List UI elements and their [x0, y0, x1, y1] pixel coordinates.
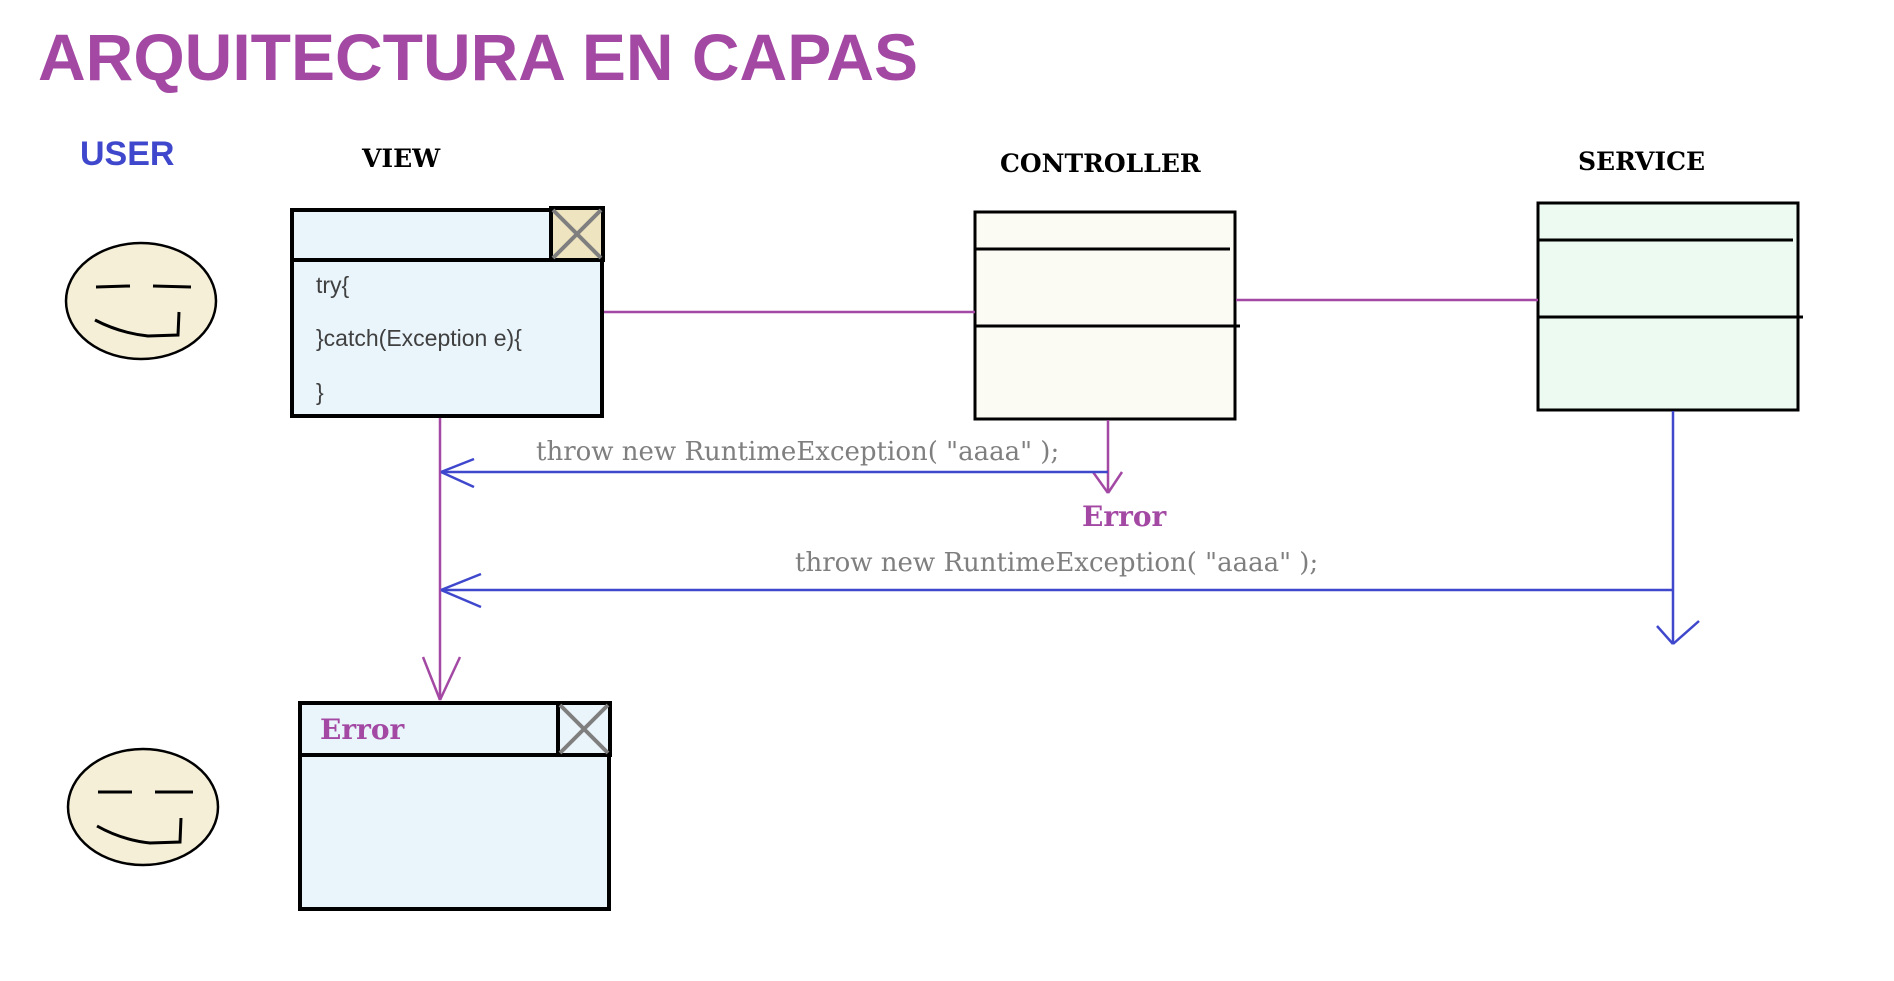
service-throw-label: throw new RuntimeException( "aaaa" );	[795, 548, 1318, 578]
controller-down-arrow	[1091, 420, 1124, 494]
view-label: VIEW	[361, 144, 441, 173]
user-face-icon	[64, 241, 218, 361]
service-down-arrow	[1656, 411, 1700, 645]
view-down-arrow	[421, 418, 462, 701]
controller-throw-arrow	[440, 457, 1108, 489]
view-code-close: }	[316, 379, 324, 405]
view-code-try: try{	[316, 272, 350, 298]
user-face-icon	[66, 747, 220, 867]
controller-error-label: Error	[1082, 500, 1168, 533]
close-icon[interactable]	[556, 701, 612, 757]
service-box	[1536, 201, 1803, 412]
service-label: SERVICE	[1578, 147, 1705, 176]
controller-throw-label: throw new RuntimeException( "aaaa" );	[536, 437, 1059, 467]
view-code-catch: }catch(Exception e){	[316, 325, 522, 351]
user-label: USER	[80, 135, 174, 173]
error-window-title: Error	[320, 713, 406, 746]
page-title: ARQUITECTURA EN CAPAS	[38, 20, 918, 94]
controller-box	[973, 210, 1240, 421]
controller-label: CONTROLLER	[1000, 149, 1201, 178]
service-throw-arrow	[440, 572, 1673, 609]
close-icon[interactable]	[549, 206, 605, 262]
